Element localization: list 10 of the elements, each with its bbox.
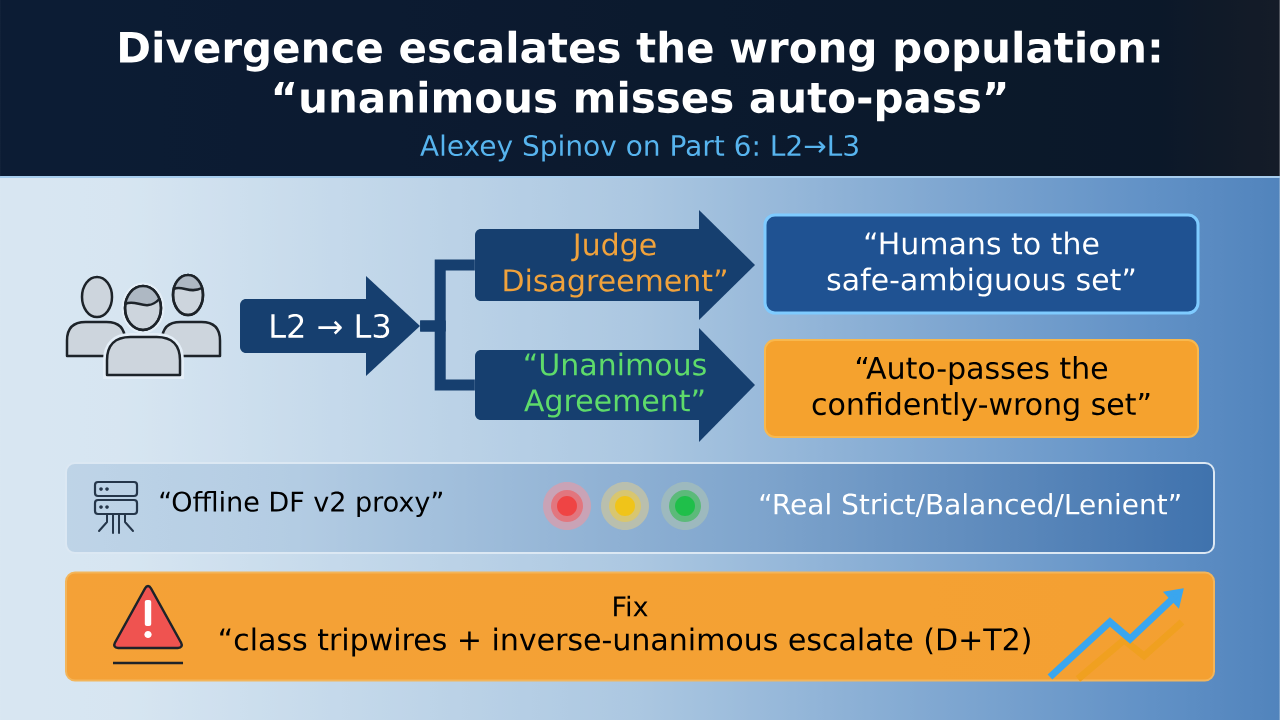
panel-text: “Real Strict/Balanced/Lenient” — [760, 493, 1180, 517]
connector-line — [420, 320, 475, 391]
subtitle: Alexey Spinov on Part 6: L2→L3 — [420, 134, 858, 162]
banner-heading: Fix — [614, 595, 648, 617]
banner-text: “class tripwires + inverse-unanimous escalate (D+T2) — [220, 627, 1030, 657]
panel-text: “Offline DF v2 proxy” — [160, 490, 442, 518]
result-box: “Humans to the safe-ambiguous set” — [763, 213, 1200, 315]
title: Divergence escalates the wrong population: “unanimous misses auto-pass” — [120, 30, 1160, 122]
people-icon — [65, 273, 222, 379]
result-box: “Auto-passes the confidently-wrong set” — [764, 339, 1199, 438]
